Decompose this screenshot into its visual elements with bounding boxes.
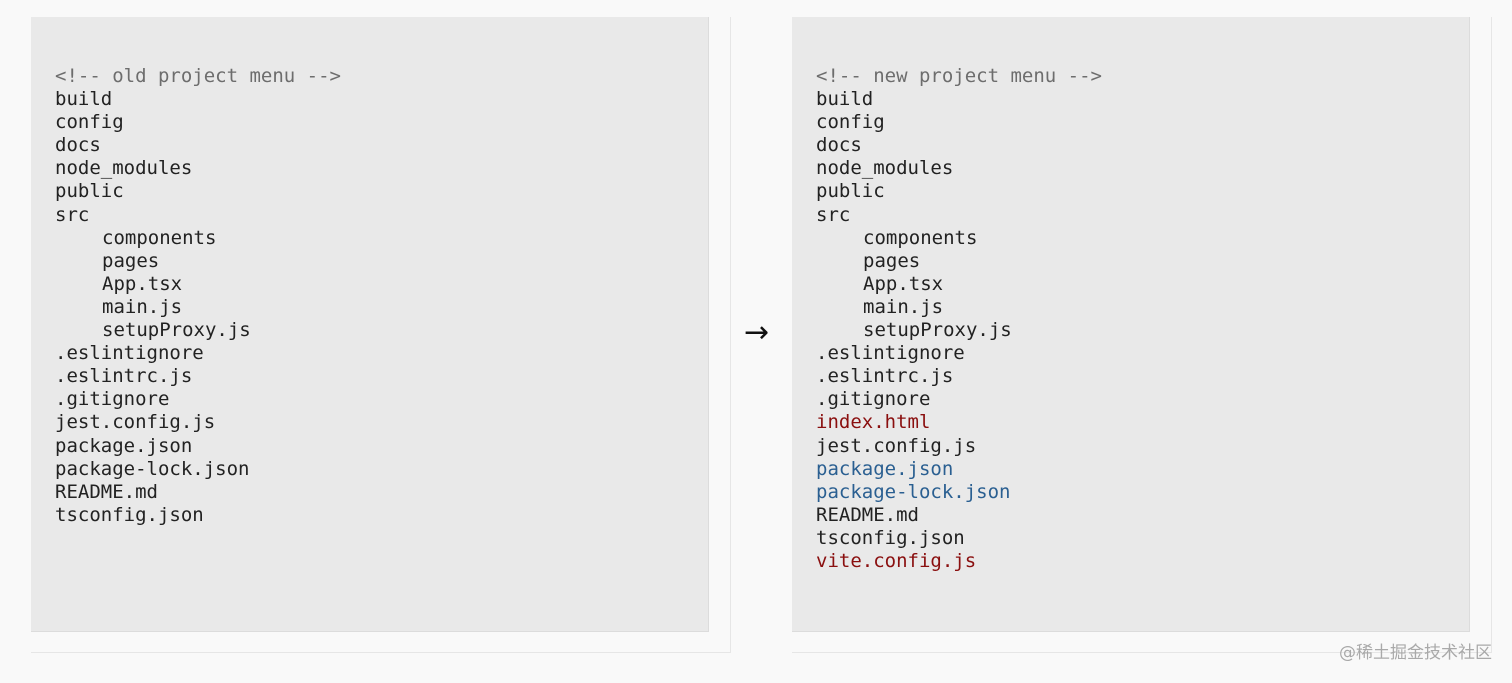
new-project-cell: <!-- new project menu --> build config d…	[792, 17, 1492, 653]
watermark: @稀土掘金技术社区	[1339, 643, 1492, 663]
new-tree-item-eslintignore: .eslintignore	[816, 342, 965, 365]
new-project-code-panel: <!-- new project menu --> build config d…	[792, 17, 1470, 632]
old-tree-item-node-modules: node_modules	[55, 157, 193, 180]
new-tree-item-eslintrc-js: .eslintrc.js	[816, 365, 954, 388]
old-tree-item-components: components	[102, 226, 217, 249]
old-tree-item-build: build	[55, 88, 113, 111]
old-project-code-panel: <!-- old project menu --> build config d…	[31, 17, 709, 632]
new-project-file-tree: <!-- new project menu --> build config d…	[816, 65, 1102, 573]
new-tree-item-components: components	[863, 226, 978, 249]
new-tree-item-package-json: package.json	[816, 457, 954, 480]
new-tree-item-src: src	[816, 203, 851, 226]
new-tree-item-index-html: index.html	[816, 411, 931, 434]
old-tree-item-public: public	[55, 180, 124, 203]
new-tree-item-pages: pages	[863, 249, 921, 272]
new-tree-item-readme-md: README.md	[816, 503, 919, 526]
new-tree-item-vite-config-js: vite.config.js	[816, 549, 977, 572]
old-tree-item-app-tsx: App.tsx	[102, 272, 183, 295]
new-tree-item-setupproxy-js: setupProxy.js	[863, 319, 1012, 342]
old-tree-item-package-json: package.json	[55, 434, 193, 457]
old-project-cell: <!-- old project menu --> build config d…	[31, 17, 731, 653]
new-tree-item-node-modules: node_modules	[816, 157, 954, 180]
old-tree-item-eslintrc-js: .eslintrc.js	[55, 365, 193, 388]
new-tree-item-build: build	[816, 88, 874, 111]
old-tree-comment: <!-- old project menu -->	[55, 65, 341, 87]
old-tree-item-gitignore: .gitignore	[55, 388, 170, 411]
right-arrow-icon: →	[744, 315, 770, 350]
old-tree-item-eslintignore: .eslintignore	[55, 342, 204, 365]
new-tree-item-tsconfig-json: tsconfig.json	[816, 526, 965, 549]
new-tree-item-gitignore: .gitignore	[816, 388, 931, 411]
new-tree-item-app-tsx: App.tsx	[863, 272, 944, 295]
old-tree-item-docs: docs	[55, 134, 101, 157]
new-tree-item-docs: docs	[816, 134, 862, 157]
new-tree-item-package-lock-json: package-lock.json	[816, 480, 1011, 503]
old-tree-item-tsconfig-json: tsconfig.json	[55, 503, 204, 526]
old-project-file-tree: <!-- old project menu --> build config d…	[55, 65, 341, 527]
new-tree-item-public: public	[816, 180, 885, 203]
new-tree-item-jest-config-js: jest.config.js	[816, 434, 977, 457]
old-tree-item-pages: pages	[102, 249, 160, 272]
old-tree-item-main-js: main.js	[102, 295, 183, 318]
old-tree-item-src: src	[55, 203, 90, 226]
old-tree-item-readme-md: README.md	[55, 480, 158, 503]
old-tree-item-config: config	[55, 111, 124, 134]
old-tree-item-setupproxy-js: setupProxy.js	[102, 319, 251, 342]
old-tree-item-package-lock-json: package-lock.json	[55, 457, 250, 480]
new-tree-item-main-js: main.js	[863, 295, 944, 318]
new-tree-item-config: config	[816, 111, 885, 134]
new-tree-comment: <!-- new project menu -->	[816, 65, 1102, 87]
old-tree-item-jest-config-js: jest.config.js	[55, 411, 216, 434]
